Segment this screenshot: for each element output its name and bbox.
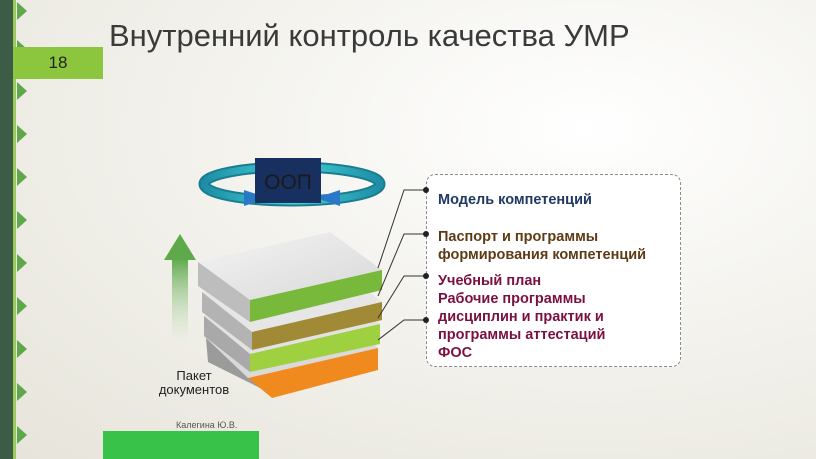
bullet-dot-1 <box>423 187 429 193</box>
author-caption: Калегина Ю.В. <box>176 420 238 430</box>
panel-item-curriculum: Учебный план Рабочие программы дисциплин… <box>438 273 606 361</box>
sidebar-accent-line <box>13 0 16 459</box>
footer-green-box <box>103 431 259 459</box>
slide-title: Внутренний контроль качества УМР <box>109 18 630 53</box>
bullet-dot-3 <box>423 273 429 279</box>
growth-arrow-icon <box>164 234 196 342</box>
oop-center-box: ООП <box>255 158 321 203</box>
bullet-dot-2 <box>423 231 429 237</box>
document-layer-green <box>198 232 382 322</box>
panel-item-competency-passport: Паспорт и программы формирования компете… <box>438 229 647 263</box>
slide-number-badge: 18 <box>13 47 103 79</box>
bullet-dot-4 <box>423 317 429 323</box>
sidebar-bar <box>0 0 13 459</box>
connector-lines <box>377 189 426 341</box>
decorative-arrows <box>17 2 27 444</box>
documents-panel <box>426 174 681 367</box>
panel-item-competency-model: Модель компетенций <box>438 192 592 208</box>
stack-label: Пакет документов <box>158 368 230 397</box>
